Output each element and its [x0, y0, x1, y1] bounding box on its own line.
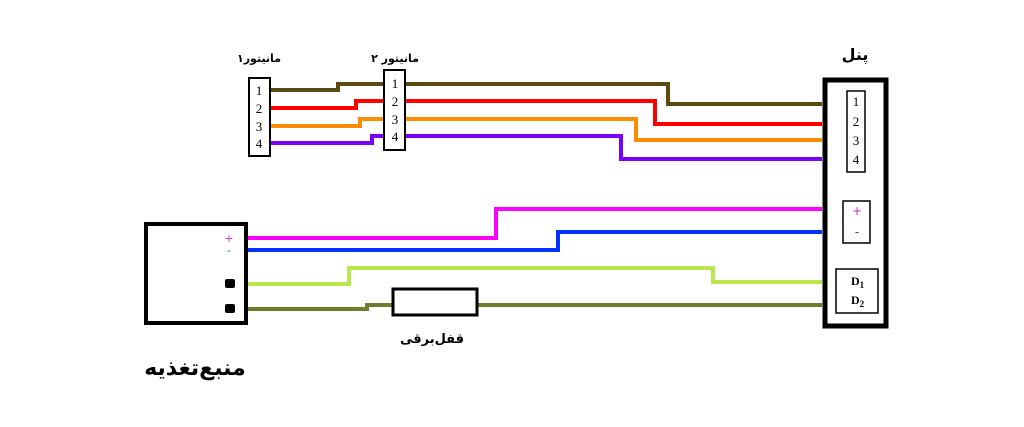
monitor1-pin: 4: [256, 136, 263, 151]
panel-minus: -: [855, 225, 859, 239]
monitor2-pin: 2: [392, 94, 399, 109]
d2-label: D2: [851, 293, 865, 309]
panel-pin: 2: [853, 114, 860, 129]
monitor1-pin: 1: [256, 83, 263, 98]
wire-brown-2: [405, 82, 822, 106]
monitor2-pin: 1: [392, 76, 399, 91]
monitor1-pin: 3: [256, 119, 263, 134]
power-supply-label: منبع‌تغذیه: [144, 356, 246, 381]
wire-orange-1: [270, 117, 385, 128]
wire-orange-2: [405, 117, 822, 142]
monitor1-label: مانیتور۱: [237, 52, 281, 65]
monitor2-pin: 4: [392, 129, 399, 144]
panel-label: پنل: [842, 45, 869, 65]
monitor1-connector: [248, 77, 271, 157]
wire-purple-1: [270, 134, 385, 145]
power-plus: +: [224, 232, 233, 245]
wire-lightgreen: [247, 266, 822, 286]
panel-pin: 3: [853, 133, 860, 148]
power-terminal-d1: [225, 279, 235, 288]
power-terminal-d2: [225, 304, 235, 313]
panel-door-terminal: [835, 268, 879, 314]
wire-olive-1: [247, 303, 392, 311]
monitor2-label: مانیتور ۲: [371, 52, 419, 65]
panel-monitor-terminal: [846, 90, 866, 173]
wire-red-1: [270, 99, 385, 110]
panel-pin: 1: [853, 94, 860, 109]
electric-lock-label: قفل‌برقی: [400, 332, 464, 347]
wire-purple-2: [405, 134, 822, 161]
d1-label: D1: [851, 274, 865, 290]
monitor2-connector: [383, 69, 406, 151]
wire-red-2: [405, 99, 822, 126]
monitor2-pin: 3: [392, 112, 399, 127]
panel-pin: 4: [853, 152, 860, 167]
power-minus: -: [227, 244, 231, 257]
wire-magenta: [247, 207, 822, 240]
electric-lock: [391, 287, 479, 317]
wire-blue: [247, 230, 822, 252]
panel-plus: +: [852, 204, 862, 218]
monitor1-pin: 2: [256, 101, 263, 116]
panel-power-terminal: [842, 200, 871, 244]
wire-brown-1: [270, 82, 385, 92]
